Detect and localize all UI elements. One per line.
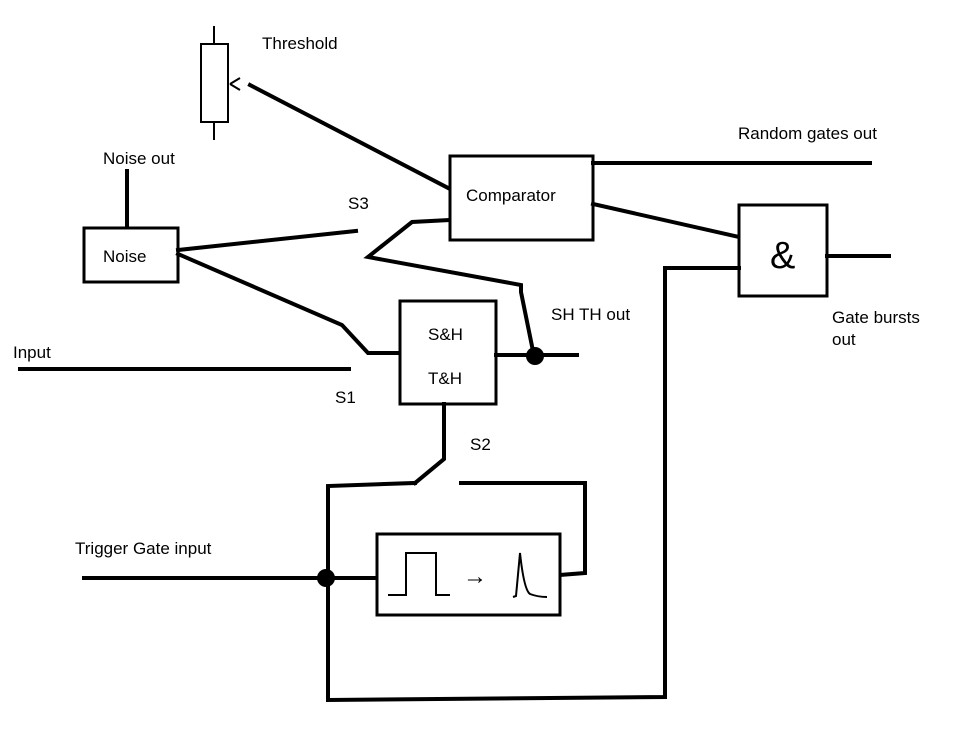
decay-envelope-icon (512, 552, 548, 598)
trigger-junction (317, 569, 335, 587)
input-label: Input (13, 343, 51, 362)
sample-hold-label: S&H (428, 325, 463, 344)
shaper-arrow: → (463, 563, 487, 590)
threshold-wire (247, 82, 455, 193)
comparator-block (448, 154, 595, 242)
threshold-potentiometer (200, 26, 241, 140)
s3-label: S3 (348, 194, 369, 213)
sample-hold-block (398, 299, 498, 406)
noise-to-s1-wire (175, 251, 402, 355)
noise-out-label: Noise out (103, 149, 175, 168)
s3-switch-wire (363, 217, 537, 359)
trigger-loop-wire (326, 266, 741, 703)
shaper-return-wire (459, 481, 587, 578)
comparator-to-and-wire (590, 201, 742, 240)
random-gates-out-label: Random gates out (738, 124, 877, 143)
track-hold-label: T&H (428, 369, 462, 388)
gate-pulse-icon (388, 552, 450, 596)
threshold-label: Threshold (262, 34, 338, 53)
gate-bursts-out-label-line1: Gate bursts (832, 308, 920, 327)
and-gate-symbol: & (770, 235, 795, 277)
noise-block (82, 226, 180, 284)
gate-bursts-out-label-line2: out (832, 330, 856, 349)
s1-label: S1 (335, 388, 356, 407)
noise-to-s3-wire (175, 228, 359, 253)
s2-switch-wire (412, 402, 446, 486)
sh-th-out-label: SH TH out (551, 305, 630, 324)
pulse-shaper-block (375, 532, 562, 617)
comparator-label: Comparator (466, 186, 556, 205)
sh-th-out-junction (526, 347, 544, 365)
and-gate (737, 203, 829, 298)
noise-label: Noise (103, 247, 146, 266)
trigger-gate-input-label: Trigger Gate input (75, 539, 212, 558)
s2-label: S2 (470, 435, 491, 454)
